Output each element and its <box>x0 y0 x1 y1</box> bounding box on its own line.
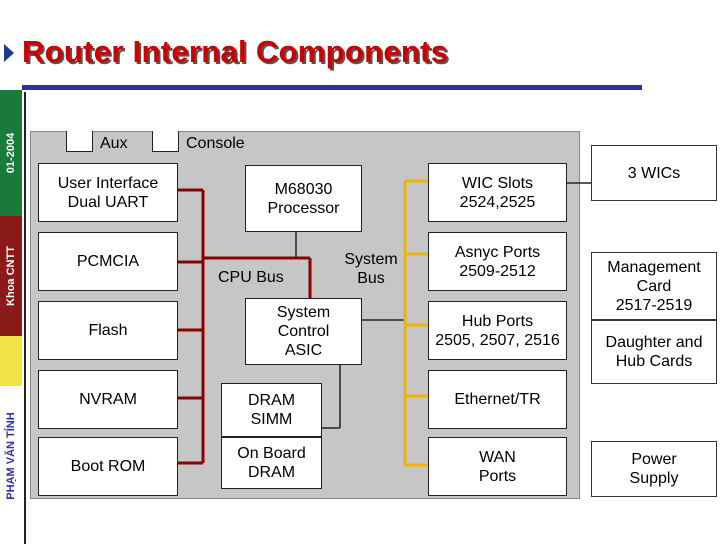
page-title: Router Internal Components <box>22 34 449 69</box>
wan-ports-box: WAN Ports <box>428 437 567 496</box>
sidebar-divider <box>24 92 26 544</box>
uart-box: User Interface Dual UART <box>38 163 178 222</box>
pcmcia-box: PCMCIA <box>38 232 178 291</box>
cpu-bus-label: CPU Bus <box>218 269 284 286</box>
dram-simm-box: DRAM SIMM <box>221 383 322 437</box>
sidebar-date-segment: 01-2004 <box>0 90 22 216</box>
sidebar-author: PHẠM VĂN TÍNH <box>5 412 17 500</box>
title-bullet-icon <box>4 44 14 62</box>
flash-box: Flash <box>38 301 178 360</box>
hub-ports-box: Hub Ports 2505, 2507, 2516 <box>428 301 567 360</box>
aux-port <box>66 131 93 152</box>
nvram-box: NVRAM <box>38 370 178 429</box>
async-ports-box: Asnyc Ports 2509-2512 <box>428 232 567 291</box>
system-bus-label: System Bus <box>344 251 398 287</box>
sidebar-author-segment: PHẠM VĂN TÍNH <box>0 386 22 526</box>
console-port <box>152 131 179 152</box>
daughter-hub-cards-box: Daughter and Hub Cards <box>591 320 717 384</box>
sidebar-dept: Khoa CNTT <box>5 246 17 306</box>
sidebar-dept-segment: Khoa CNTT <box>0 216 22 336</box>
asic-box: System Control ASIC <box>245 298 362 365</box>
wics-box: 3 WICs <box>591 145 717 201</box>
aux-label: Aux <box>100 135 128 152</box>
sidebar-yellow-segment <box>0 336 22 386</box>
console-label: Console <box>186 135 245 152</box>
management-card-box: Management Card 2517-2519 <box>591 252 717 320</box>
title-underline <box>22 85 642 90</box>
processor-box: M68030 Processor <box>245 165 362 232</box>
wic-slots-box: WIC Slots 2524,2525 <box>428 163 567 222</box>
ethernet-box: Ethernet/TR <box>428 370 567 429</box>
power-supply-box: Power Supply <box>591 441 717 497</box>
sidebar-date: 01-2004 <box>5 132 17 174</box>
sidebar: 01-2004 Khoa CNTT PHẠM VĂN TÍNH <box>0 90 22 535</box>
onboard-dram-box: On Board DRAM <box>221 437 322 489</box>
bootrom-box: Boot ROM <box>38 437 178 496</box>
